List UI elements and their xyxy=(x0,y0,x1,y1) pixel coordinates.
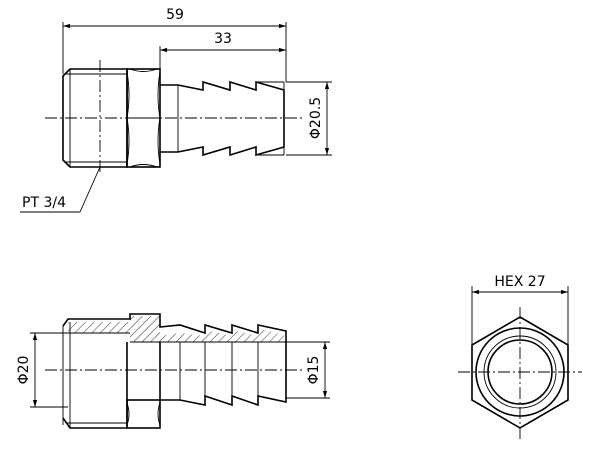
bore-thread-side-label: Φ20 xyxy=(16,356,32,385)
end-view: HEX 27 xyxy=(458,274,582,440)
overall-length-label: 59 xyxy=(166,7,184,23)
barb-length-label: 33 xyxy=(214,31,232,47)
hex-size-label: HEX 27 xyxy=(494,274,545,290)
section-view: Φ20 Φ15 xyxy=(16,313,330,429)
barb-diameter-label: Φ20.5 xyxy=(308,97,324,139)
thread-label: PT 3/4 xyxy=(22,195,66,211)
top-view: 59 33 Φ20.5 PT 3/4 xyxy=(20,7,332,213)
bore-hose-side-label: Φ15 xyxy=(306,356,322,385)
